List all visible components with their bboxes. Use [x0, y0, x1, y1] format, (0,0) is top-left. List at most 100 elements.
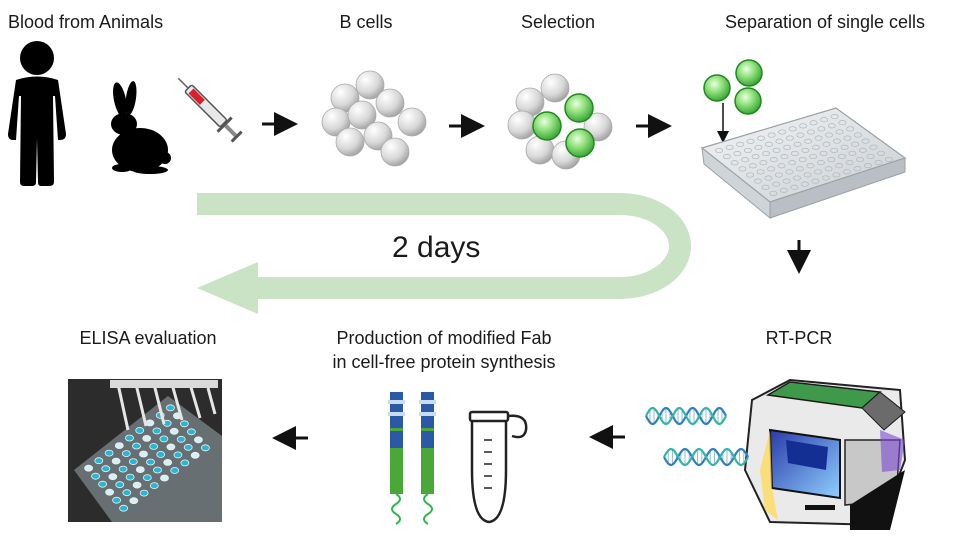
plate-well — [754, 144, 763, 150]
plate-well — [821, 175, 830, 181]
plate-well — [848, 150, 857, 156]
plate-well — [756, 169, 765, 175]
label-production-line1: Production of modified Fab — [336, 328, 552, 348]
label-rtpcr: RT-PCR — [765, 328, 833, 348]
cycle-arrow — [197, 193, 691, 314]
plate-well — [793, 175, 802, 181]
plate-well — [824, 166, 833, 172]
plate-well — [853, 132, 862, 138]
plate-well — [817, 126, 826, 132]
elisa-well — [139, 489, 149, 497]
elisa-well — [149, 482, 159, 490]
elisa-well — [118, 465, 128, 473]
plate-well — [730, 160, 739, 166]
elisa-well — [193, 436, 203, 444]
elisa-well — [169, 427, 179, 435]
elisa-well — [142, 434, 152, 442]
plate-well — [782, 178, 791, 184]
plate-well — [832, 138, 841, 144]
plate-well — [767, 132, 776, 138]
elisa-well — [183, 443, 193, 451]
antibody-icon — [388, 392, 436, 525]
plate-well — [814, 135, 823, 141]
plate-well — [858, 147, 867, 153]
elisa-well — [163, 458, 173, 466]
plate-well — [764, 175, 773, 181]
plate-well — [814, 169, 823, 175]
plate-well — [772, 147, 781, 153]
label-production-line2: in cell-free protein synthesis — [332, 352, 556, 372]
plate-well — [769, 157, 778, 163]
plate-well — [736, 141, 745, 147]
plate-well — [793, 141, 802, 147]
elisa-well — [156, 450, 166, 458]
plate-well — [751, 154, 760, 160]
plate-well — [853, 166, 862, 172]
plate-well — [827, 157, 836, 163]
plate-well — [769, 190, 778, 196]
plate-well — [825, 132, 834, 138]
plate-well — [804, 138, 813, 144]
plate-well — [856, 156, 865, 163]
plate-well — [777, 163, 786, 169]
plate-well — [809, 153, 818, 160]
elisa-well — [121, 450, 131, 458]
elisa-well — [94, 457, 104, 465]
plate-well — [820, 117, 829, 123]
plate-well — [884, 156, 893, 163]
rabbit-icon — [111, 81, 171, 174]
plate-well — [861, 138, 870, 144]
plate-well — [846, 126, 855, 132]
plate-well — [748, 163, 757, 169]
elisa-well — [105, 488, 114, 496]
elisa-well — [170, 466, 180, 474]
plate-well — [842, 169, 851, 175]
elisa-plate-icon — [68, 379, 222, 522]
elisa-well — [180, 459, 190, 467]
plate-well — [788, 126, 797, 132]
elisa-well — [165, 404, 175, 412]
label-blood: Blood from Animals — [8, 12, 164, 32]
plate-well — [837, 153, 846, 160]
selection-cluster-icon — [507, 73, 613, 170]
plate-well — [796, 132, 805, 138]
plate-well — [795, 166, 804, 172]
plate-well — [790, 150, 799, 157]
plate-well — [743, 147, 752, 154]
elisa-well — [132, 442, 141, 450]
elisa-well — [111, 457, 121, 465]
elisa-well — [101, 465, 111, 473]
elisa-well — [119, 504, 128, 512]
plate-well — [767, 166, 776, 172]
elisa-well — [149, 442, 159, 450]
elisa-well — [139, 450, 148, 458]
elisa-well — [160, 474, 169, 482]
elisa-well — [129, 497, 139, 505]
plate-well — [715, 147, 724, 154]
elisa-well — [176, 435, 186, 443]
plate-well — [803, 172, 812, 178]
plate-well — [866, 153, 875, 159]
plate-well — [799, 123, 808, 129]
plate-well — [822, 141, 831, 147]
plate-well — [798, 157, 807, 163]
plate-well — [738, 166, 747, 172]
elisa-well — [179, 420, 189, 428]
elisa-well — [91, 472, 100, 480]
plate-well — [761, 184, 770, 190]
cell-cluster-icon — [321, 70, 427, 167]
plate-well — [780, 154, 789, 160]
plate-well — [774, 172, 783, 178]
elisa-well — [132, 481, 142, 489]
plate-well — [775, 138, 784, 144]
elisa-well — [122, 489, 132, 497]
plate-well — [790, 184, 799, 190]
elisa-well — [84, 464, 93, 472]
plate-well — [845, 160, 854, 166]
elisa-well — [98, 480, 107, 488]
plate-well — [851, 141, 860, 147]
plate-well — [800, 181, 809, 187]
thermocycler-icon — [743, 378, 907, 530]
elisa-well — [114, 442, 124, 450]
